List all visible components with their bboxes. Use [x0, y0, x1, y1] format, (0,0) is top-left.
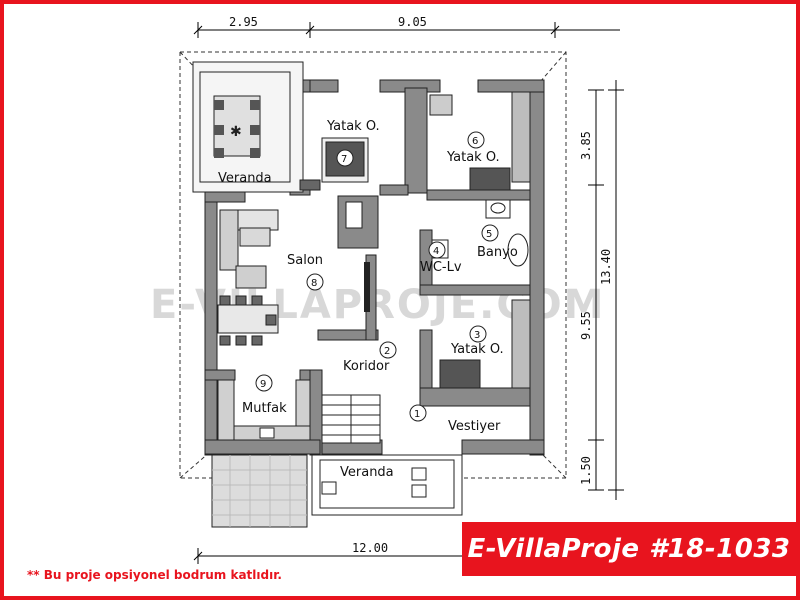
footnote: ** Bu proje opsiyonel bodrum katlıdır.: [27, 568, 282, 582]
room-marker-9: [255, 374, 273, 392]
room-marker-2: [379, 341, 397, 359]
room-label-mutfak: Mutfak: [242, 401, 287, 416]
room-marker-4: [428, 241, 446, 259]
room-marker-5: [481, 224, 499, 242]
lower-veranda: [311, 454, 463, 516]
dim-right-mid: 9.55: [579, 311, 593, 340]
room-label-veranda-bottom: Veranda: [340, 465, 394, 480]
dim-top-right: 9.05: [398, 15, 427, 29]
dimension-bottom: [193, 548, 470, 564]
salon-furniture: [217, 209, 279, 346]
room-marker-6: [467, 131, 485, 149]
room-number-5: 5: [486, 229, 492, 240]
room-number-2: 2: [384, 346, 390, 357]
room-label-wc: WC-Lv: [420, 260, 462, 275]
room-marker-3: [469, 325, 487, 343]
dim-bottom: 12.00: [352, 541, 388, 555]
room-number-9: 9: [260, 379, 266, 390]
room-marker-1: [409, 404, 427, 422]
room-label-yatak-6: Yatak O.: [446, 150, 500, 165]
lower-left-terrace: [211, 454, 308, 528]
room-label-yatak-3: Yatak O.: [450, 342, 504, 357]
room-label-banyo: Banyo: [477, 245, 518, 260]
room-number-8: 8: [311, 278, 317, 289]
room-number-6: 6: [472, 136, 478, 147]
fireplace: [345, 201, 363, 229]
bed-room-6: [429, 91, 531, 191]
dim-right-bottom: 1.50: [579, 456, 593, 485]
room-marker-8: [306, 273, 324, 291]
room-number-3: 3: [474, 330, 480, 341]
room-labels: Veranda Yatak O. 7 6 Yatak O. Salon 8 5 …: [218, 119, 518, 480]
room-label-koridor: Koridor: [343, 359, 390, 374]
room-marker-7: [336, 149, 354, 167]
room-number-1: 1: [414, 409, 420, 420]
star-decoration: ✱: [230, 124, 242, 140]
bed-room-3: [439, 299, 531, 389]
dim-top-left: 2.95: [229, 15, 258, 29]
kitchen-counter: [217, 379, 311, 441]
dimension-right: [588, 80, 624, 500]
dim-right-total: 13.40: [599, 249, 613, 285]
dim-right-top: 3.85: [579, 131, 593, 160]
room-label-vestiyer: Vestiyer: [448, 419, 501, 434]
room-number-7: 7: [341, 154, 347, 165]
upper-left-veranda: ✱: [192, 61, 304, 193]
brand-banner: E-VillaProje #18-1033: [462, 522, 796, 576]
room-label-veranda-top: Veranda: [218, 171, 272, 186]
room-label-salon: Salon: [287, 253, 323, 268]
staircase: [321, 394, 381, 444]
dimension-top: [193, 22, 620, 38]
room-label-yatak-7: Yatak O.: [326, 119, 380, 134]
bed-room-7: [299, 137, 369, 191]
tv-unit: [364, 262, 370, 312]
room-number-4: 4: [433, 246, 439, 257]
